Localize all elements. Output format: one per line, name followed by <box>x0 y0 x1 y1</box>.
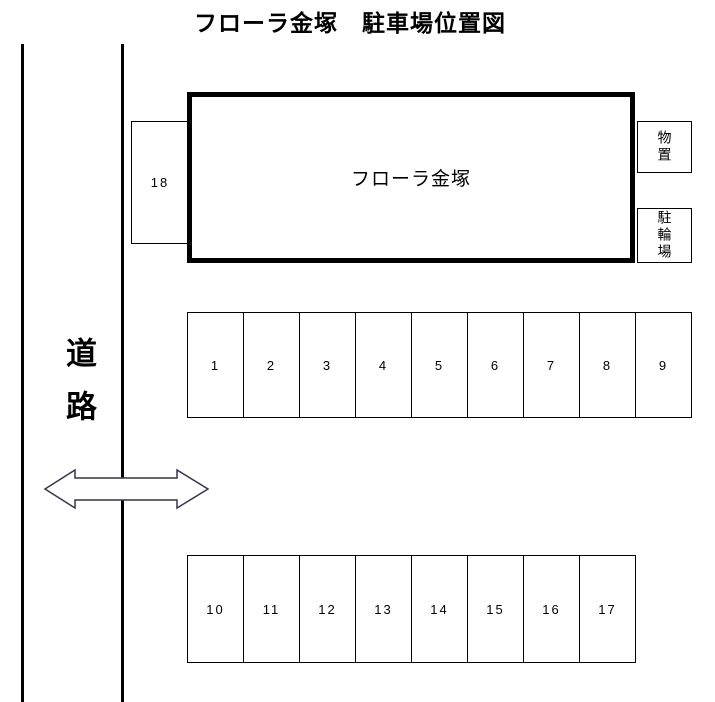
parking-space-label: 3 <box>322 357 333 373</box>
parking-space: 5 <box>412 313 468 417</box>
parking-space: 14 <box>412 556 468 662</box>
building-label: フローラ金塚 <box>350 169 471 190</box>
parking-space-18-label: 18 <box>150 175 170 190</box>
parking-space: 17 <box>580 556 635 662</box>
parking-space: 1 <box>188 313 244 417</box>
bicycle-parking-box: 駐輪場 <box>637 208 692 263</box>
parking-space-label: 7 <box>546 357 557 373</box>
parking-space-label: 13 <box>374 601 393 617</box>
parking-space: 10 <box>188 556 244 662</box>
parking-space: 15 <box>468 556 524 662</box>
parking-space: 16 <box>524 556 580 662</box>
parking-space-label: 9 <box>658 357 669 373</box>
parking-space-label: 6 <box>490 357 501 373</box>
parking-space: 12 <box>300 556 356 662</box>
parking-space-label: 8 <box>602 357 613 373</box>
page-title: フローラ金塚 駐車場位置図 <box>194 10 506 36</box>
parking-space: 9 <box>636 313 691 417</box>
storage-label: 物置 <box>656 130 673 164</box>
parking-row-middle: 1 2 3 4 5 6 7 8 9 <box>187 312 692 418</box>
road-line-right <box>121 44 124 702</box>
parking-space-label: 2 <box>266 357 277 373</box>
parking-space-label: 10 <box>206 601 225 617</box>
parking-space: 4 <box>356 313 412 417</box>
parking-space-18: 18 <box>131 121 189 244</box>
parking-space-label: 5 <box>434 357 445 373</box>
road-label: 道路 <box>61 337 96 443</box>
parking-space: 6 <box>468 313 524 417</box>
road-line-left <box>21 44 24 702</box>
storage-box: 物置 <box>637 121 692 173</box>
parking-space-label: 17 <box>598 601 617 617</box>
parking-space: 3 <box>300 313 356 417</box>
parking-space: 2 <box>244 313 300 417</box>
parking-space: 13 <box>356 556 412 662</box>
parking-space-label: 12 <box>318 601 337 617</box>
bicycle-parking-label: 駐輪場 <box>656 210 673 261</box>
parking-space-label: 15 <box>486 601 505 617</box>
parking-space: 11 <box>244 556 300 662</box>
parking-row-bottom: 10 11 12 13 14 15 16 17 <box>187 555 636 663</box>
parking-space-label: 14 <box>430 601 449 617</box>
parking-space: 8 <box>580 313 636 417</box>
parking-space: 7 <box>524 313 580 417</box>
parking-space-label: 1 <box>210 357 221 373</box>
parking-space-label: 11 <box>262 601 281 617</box>
two-way-arrow-icon <box>43 468 210 510</box>
parking-space-label: 16 <box>542 601 561 617</box>
building: フローラ金塚 <box>187 92 635 263</box>
parking-space-label: 4 <box>378 357 389 373</box>
